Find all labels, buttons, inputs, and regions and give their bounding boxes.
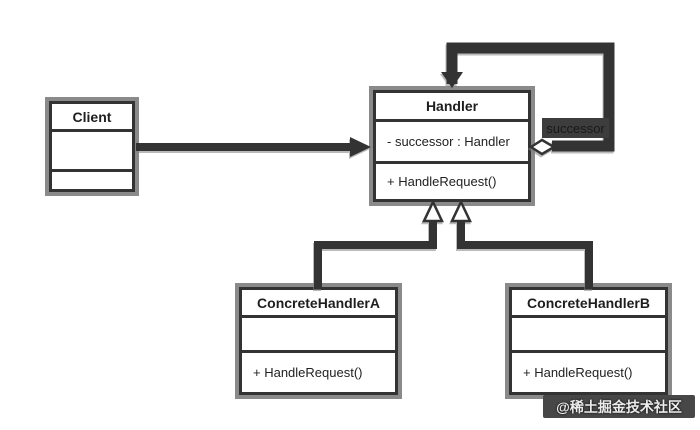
generalization-b-line bbox=[457, 214, 593, 289]
handler-method-handlerequest: + HandleRequest() bbox=[387, 174, 497, 189]
class-handler-name: Handler bbox=[376, 93, 528, 122]
class-concrete-handler-a: ConcreteHandlerA + HandleRequest() bbox=[235, 283, 402, 399]
class-concrete-handler-b-methods: + HandleRequest() bbox=[512, 353, 665, 392]
class-client-methods bbox=[52, 172, 132, 189]
concrete-a-method-handlerequest: + HandleRequest() bbox=[253, 365, 363, 380]
class-concrete-handler-a-name: ConcreteHandlerA bbox=[242, 290, 395, 318]
class-concrete-handler-b-name: ConcreteHandlerB bbox=[512, 290, 665, 318]
class-concrete-handler-a-attributes bbox=[242, 318, 395, 353]
class-client-name: Client bbox=[52, 104, 132, 132]
successor-role-label: successor bbox=[542, 118, 609, 138]
class-concrete-handler-b: ConcreteHandlerB + HandleRequest() bbox=[505, 283, 672, 399]
class-concrete-handler-a-methods: + HandleRequest() bbox=[242, 353, 395, 392]
class-handler: Handler - successor : Handler + HandleRe… bbox=[369, 86, 535, 206]
class-client-attributes bbox=[52, 132, 132, 172]
class-handler-methods: + HandleRequest() bbox=[376, 164, 528, 199]
handler-attribute-successor: - successor : Handler bbox=[387, 134, 510, 149]
class-concrete-handler-b-attributes bbox=[512, 318, 665, 353]
generalization-b-arrowhead-icon bbox=[450, 199, 472, 223]
association-arrowhead-icon bbox=[350, 137, 371, 157]
aggregation-diamond-icon bbox=[528, 138, 557, 156]
concrete-b-method-handlerequest: + HandleRequest() bbox=[523, 365, 633, 380]
class-handler-attributes: - successor : Handler bbox=[376, 122, 528, 164]
watermark-badge: @稀土掘金技术社区 bbox=[543, 395, 695, 418]
generalization-a-line bbox=[314, 214, 437, 289]
self-association-arrowhead-icon bbox=[441, 72, 463, 88]
generalization-a-arrowhead-icon bbox=[422, 199, 444, 223]
class-client: Client bbox=[45, 97, 139, 196]
